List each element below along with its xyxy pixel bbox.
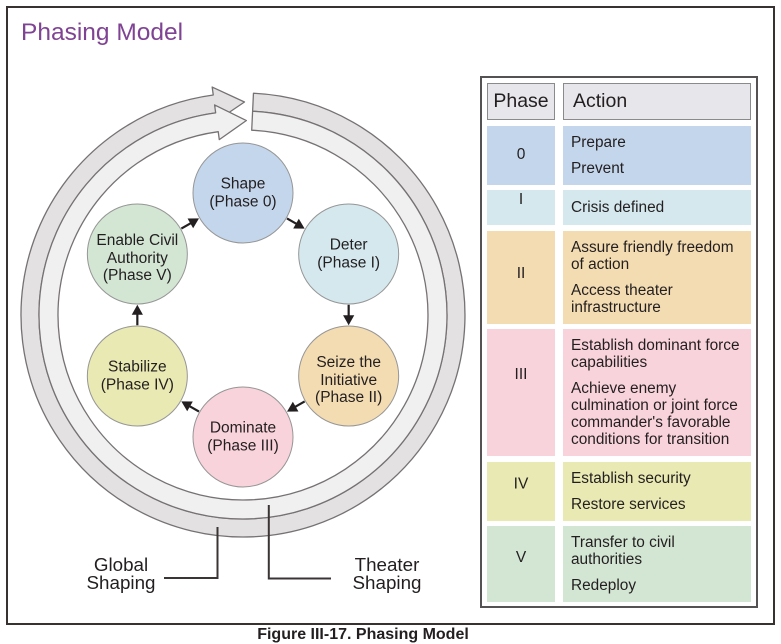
action-item: Establish security	[571, 469, 691, 487]
phase-circle-label-dominate: Dominate (Phase III)	[207, 419, 279, 455]
phase-circle-label-seize: Seize the Initiative (Phase II)	[315, 353, 383, 406]
phasing-cycle-diagram	[20, 86, 466, 580]
phasing-model-figure: { "title": "Phasing Model", "caption": "…	[6, 6, 775, 643]
cycle-arrow-head-stabilize-to-enable	[131, 304, 143, 315]
phase-table-row-I: I Crisis defined	[487, 190, 751, 225]
phase-circle-stabilize	[86, 325, 188, 427]
action-item: Achieve enemy culmination or joint force…	[571, 380, 738, 448]
phase-cell-II: II	[487, 230, 555, 324]
phase-circle-label-stabilize: Stabilize (Phase IV)	[100, 358, 174, 394]
phase-column-header: Phase	[487, 83, 555, 120]
cycle-arrow-shaft-enable-to-shape	[180, 221, 192, 230]
action-item: Access theater infrastructure	[571, 281, 673, 316]
phase-numeral: II	[516, 265, 526, 282]
theater-shaping-callout-line	[267, 505, 331, 580]
cycle-arrow-head-shape-to-deter	[293, 218, 305, 229]
phase-numeral: III	[514, 365, 528, 383]
phase-numeral: IV	[513, 475, 529, 493]
cycle-arrow-head-dominate-to-stabilize	[181, 401, 193, 412]
action-item: Crisis defined	[571, 199, 665, 216]
phase-circle-seize	[298, 325, 400, 427]
phase-circle-enable	[86, 203, 188, 305]
theater-shaping-ring-arrow	[38, 104, 448, 520]
cycle-arrow-shaft-dominate-to-stabilize	[188, 404, 200, 413]
cycle-arrow-head-deter-to-seize	[343, 315, 355, 326]
figure-title: Phasing Model	[21, 19, 184, 46]
action-column-header: Action	[563, 83, 751, 120]
cycle-arrow-shaft-shape-to-deter	[286, 217, 298, 226]
phase-numeral: 0	[516, 146, 526, 163]
table-header-row: Phase Action	[487, 83, 751, 120]
action-item: Prepare	[571, 133, 626, 151]
action-item: Redeploy	[571, 577, 637, 594]
phase-table-row-III: III Establish dominant force capabilities…	[487, 329, 751, 456]
phase-circle-dominate	[192, 386, 294, 488]
phase-cell-IV: IV	[487, 461, 555, 521]
theater-shaping-label: Theater Shaping	[352, 554, 422, 593]
global-shaping-label: Global Shaping	[86, 554, 156, 593]
phase-cell-I: I	[487, 190, 555, 225]
action-item: Transfer to civil authorities	[571, 534, 675, 568]
phase-numeral: I	[518, 190, 524, 208]
cycle-arrow-head-enable-to-shape	[187, 218, 200, 229]
global-shaping-callout-line	[164, 527, 219, 579]
action-item: Assure friendly freedom of action	[571, 238, 734, 273]
phase-circle-shape	[192, 142, 294, 244]
phase-circle-label-deter: Deter (Phase I)	[317, 236, 381, 272]
phase-cell-III: III	[487, 329, 555, 456]
phase-cell-V: V	[487, 526, 555, 602]
phase-cell-0: 0	[487, 125, 555, 185]
action-item: Restore services	[571, 495, 686, 513]
action-item: Prevent	[571, 159, 625, 177]
figure-caption: Figure III-17. Phasing Model	[257, 626, 469, 643]
cycle-arrow-head-seize-to-dominate	[286, 401, 299, 412]
action-item: Establish dominant force capabilities	[571, 337, 740, 371]
phase-circle-label-shape: Shape (Phase 0)	[209, 175, 277, 211]
action-cell-I: Crisis defined	[563, 190, 751, 225]
phase-numeral: V	[515, 549, 527, 566]
phase-circle-deter	[298, 203, 400, 305]
cycle-arrow-shaft-seize-to-dominate	[294, 400, 306, 409]
phase-circle-label-enable: Enable Civil Authority (Phase V)	[96, 231, 179, 284]
